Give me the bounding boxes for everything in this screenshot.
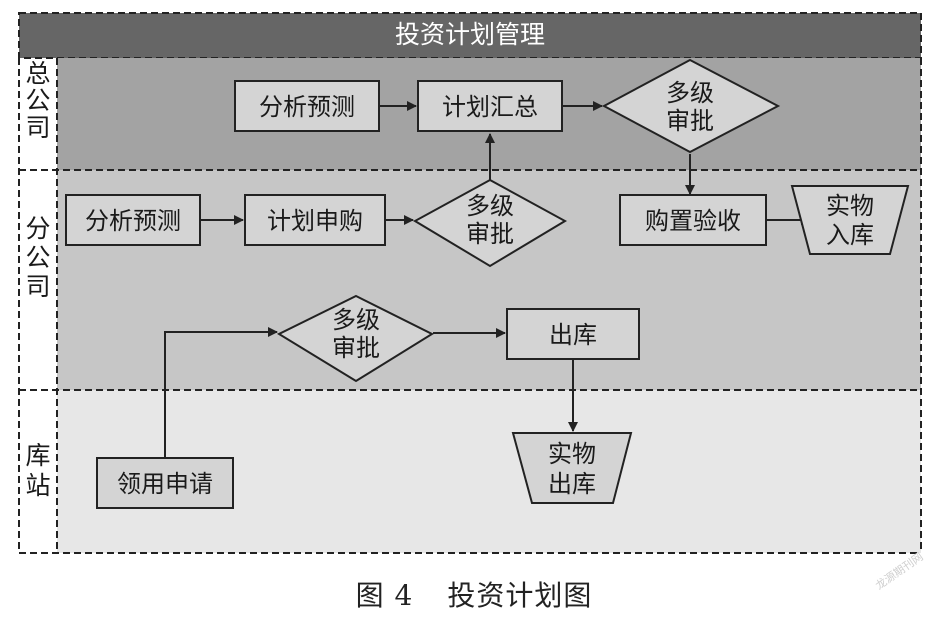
node-goods-in-label: 实物入库 xyxy=(826,192,874,249)
node-goods-out-label: 实物出库 xyxy=(548,440,596,498)
node-station-request: 领用申请 xyxy=(96,457,234,509)
node-goods-in: 实物入库 xyxy=(790,185,910,255)
node-hq-analysis: 分析预测 xyxy=(234,80,380,132)
arrow-request-to-outbound-approval xyxy=(164,327,278,457)
node-branch-analysis: 分析预测 xyxy=(65,194,201,246)
node-hq-plan-summary: 计划汇总 xyxy=(417,80,563,132)
node-purchase-accept: 购置验收 xyxy=(619,194,767,246)
node-hq-analysis-label: 分析预测 xyxy=(259,93,355,121)
figure-caption-text: 投资计划图 xyxy=(447,579,593,612)
node-station-request-label: 领用申请 xyxy=(117,470,213,498)
lane-label-branch: 分公司 xyxy=(25,214,50,301)
node-branch-approval-label: 多级审批 xyxy=(466,192,514,248)
lane-label-station: 库站 xyxy=(25,441,50,500)
node-branch-plan-purchase-label: 计划申购 xyxy=(267,207,363,235)
node-outbound-label: 出库 xyxy=(549,321,597,349)
title-bar: 投资计划管理 xyxy=(18,12,922,59)
investment-plan-flow-diagram: 投资计划管理 总公司 分公司 库站 xyxy=(18,12,922,554)
title-bar-background xyxy=(18,12,922,59)
node-outbound-approval: 多级审批 xyxy=(276,294,435,383)
node-branch-analysis-label: 分析预测 xyxy=(85,207,181,235)
node-hq-approval: 多级审批 xyxy=(601,58,781,154)
lane-dividers xyxy=(18,58,922,554)
node-goods-out: 实物出库 xyxy=(511,432,633,504)
node-branch-approval: 多级审批 xyxy=(412,178,568,268)
connectors xyxy=(164,101,811,457)
figure-caption: 图 4 投资计划图 xyxy=(0,574,948,614)
node-branch-plan-purchase: 计划申购 xyxy=(244,194,386,246)
figure-number: 图 4 xyxy=(355,579,414,612)
node-hq-plan-summary-label: 计划汇总 xyxy=(442,93,538,121)
node-outbound: 出库 xyxy=(506,308,640,360)
node-hq-approval-label: 多级审批 xyxy=(666,79,714,135)
lane-label-hq: 总公司 xyxy=(25,59,50,142)
node-purchase-accept-label: 购置验收 xyxy=(645,207,741,235)
node-outbound-approval-label: 多级审批 xyxy=(332,306,380,362)
diagram-title: 投资计划管理 xyxy=(395,20,545,49)
